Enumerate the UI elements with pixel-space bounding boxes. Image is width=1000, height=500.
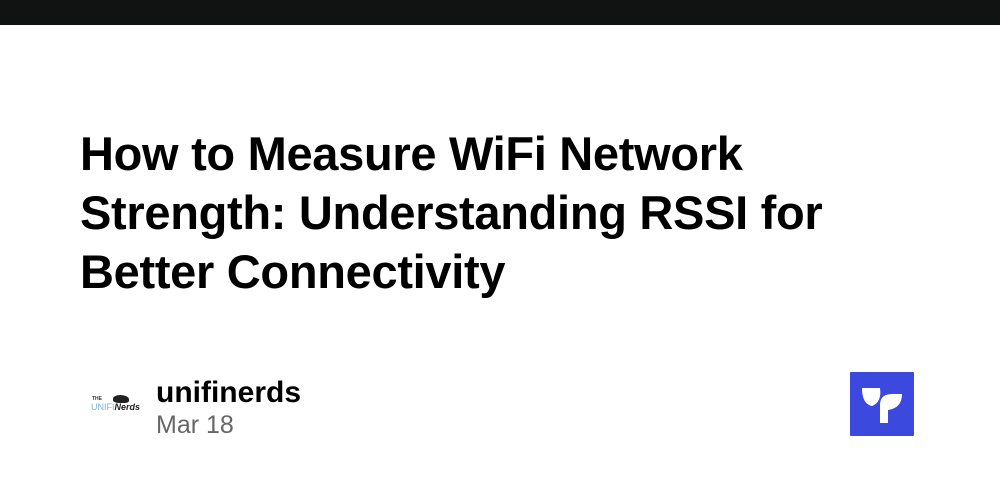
avatar-logo: UNIFINerds: [91, 402, 140, 412]
brand-logo[interactable]: [850, 372, 914, 436]
avatar-mascot-icon: [113, 395, 129, 403]
avatar[interactable]: THE UNIFINerds: [80, 379, 140, 437]
top-bar: [0, 0, 1000, 25]
author-block: THE UNIFINerds unifinerds Mar 18: [80, 376, 301, 440]
avatar-small-text: THE: [92, 396, 102, 402]
sprout-leaf-icon: [862, 388, 902, 423]
avatar-logo-part1: UNIFI: [91, 402, 115, 412]
article-title: How to Measure WiFi Network Strength: Un…: [80, 127, 823, 298]
author-meta: unifinerds Mar 18: [156, 376, 301, 440]
avatar-logo-part2: Nerds: [114, 402, 141, 412]
author-name[interactable]: unifinerds: [156, 376, 302, 409]
publish-date: Mar 18: [156, 411, 234, 439]
